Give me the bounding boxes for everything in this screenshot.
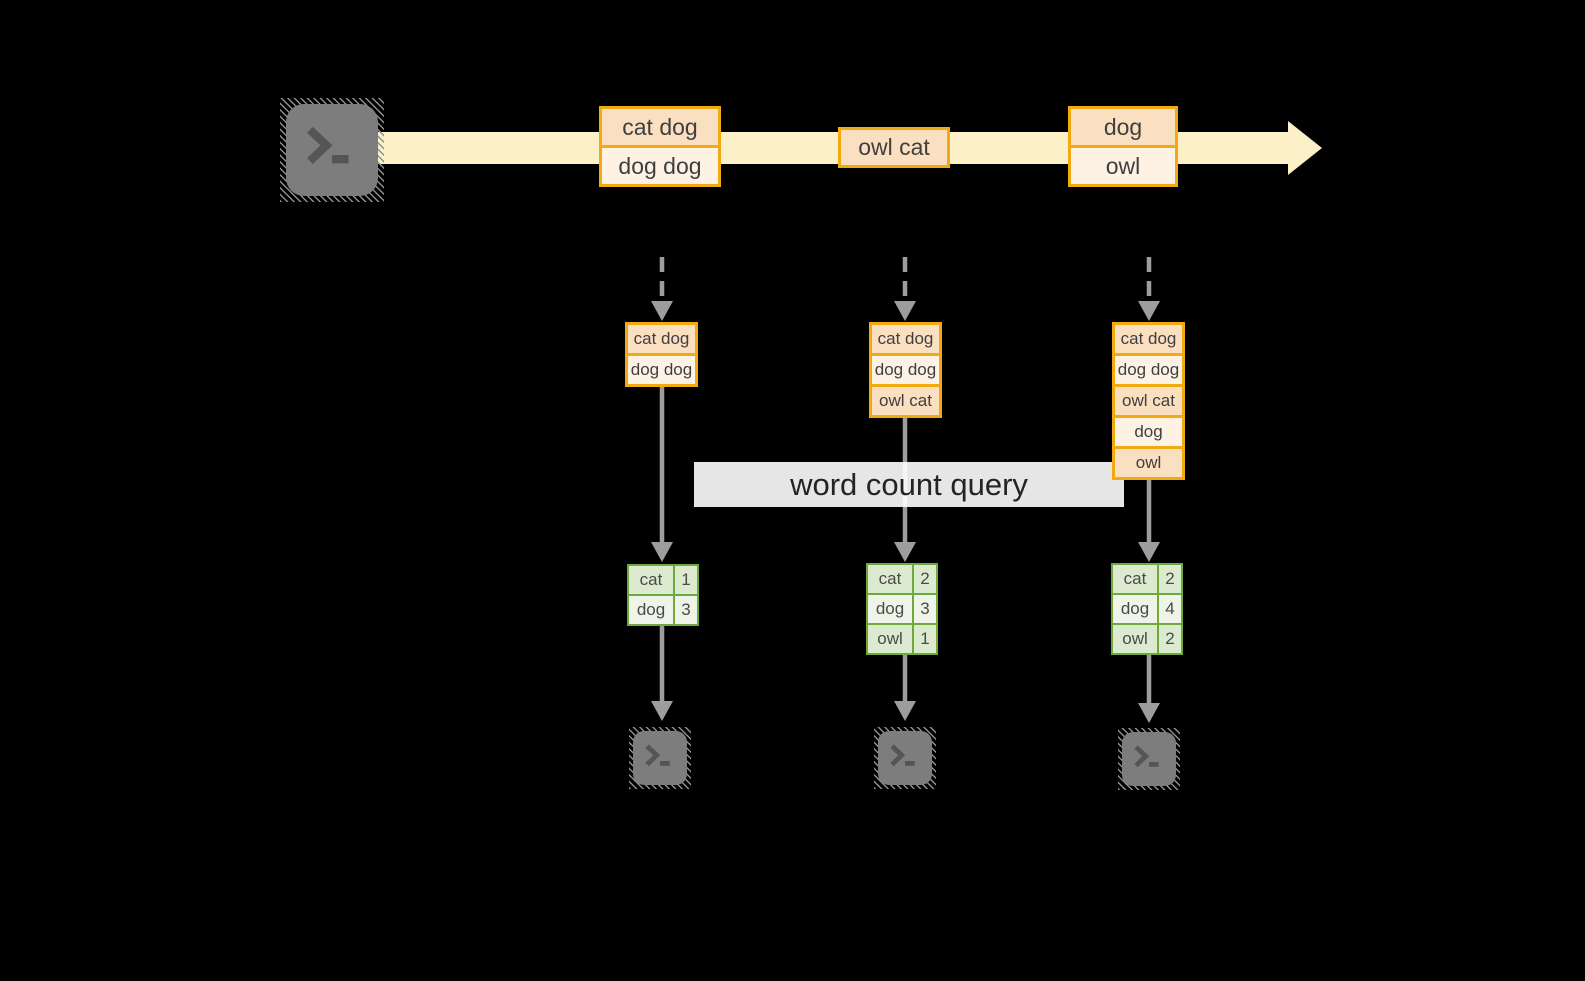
- count-word: dog: [868, 595, 914, 623]
- query-label: word count query: [694, 462, 1124, 507]
- count-value: 2: [1159, 625, 1181, 653]
- dashed-arrowhead-icon: [651, 301, 673, 321]
- record-buffer: cat dog dog dog owl cat: [869, 322, 942, 418]
- buffered-record: cat dog: [1115, 325, 1182, 353]
- query-arrowhead-icon: [651, 542, 673, 562]
- count-value: 1: [675, 566, 697, 594]
- buffered-record: cat dog: [628, 325, 695, 353]
- count-row: cat 2: [1113, 565, 1181, 593]
- terminal-body: [286, 104, 378, 196]
- dashed-arrowhead-icon: [894, 301, 916, 321]
- buffered-record: owl cat: [1115, 384, 1182, 415]
- count-value: 2: [914, 565, 936, 593]
- stream-event-group: cat dog dog dog: [599, 106, 721, 187]
- count-table: cat 2 dog 4 owl 2: [1111, 563, 1183, 655]
- count-table: cat 1 dog 3: [627, 564, 699, 626]
- buffered-record: owl cat: [872, 384, 939, 415]
- count-word: cat: [1113, 565, 1159, 593]
- query-label-text: word count query: [790, 466, 1028, 502]
- count-value: 3: [675, 596, 697, 624]
- buffered-record: dog dog: [1115, 353, 1182, 384]
- count-word: cat: [868, 565, 914, 593]
- query-arrowhead-icon: [1138, 542, 1160, 562]
- count-word: owl: [868, 625, 914, 653]
- terminal-prompt-icon: [307, 126, 349, 165]
- count-word: owl: [1113, 625, 1159, 653]
- count-value: 3: [914, 595, 936, 623]
- query-arrowhead-icon: [894, 542, 916, 562]
- record-buffer: cat dog dog dog: [625, 322, 698, 387]
- buffered-record: owl: [1115, 446, 1182, 477]
- stream-event: cat dog: [602, 109, 718, 145]
- sink-terminal-icon: [629, 727, 691, 789]
- stream-event: dog dog: [602, 145, 718, 184]
- count-row: cat 1: [629, 566, 697, 594]
- sink-terminal-icon: [874, 727, 936, 789]
- terminal-prompt-icon: [645, 744, 670, 767]
- stream-event-group: owl cat: [838, 127, 950, 168]
- terminal-body: [633, 731, 687, 785]
- stream-event: owl: [1071, 145, 1175, 184]
- buffered-record: dog dog: [872, 353, 939, 384]
- count-row: owl 1: [868, 623, 936, 653]
- count-row: owl 2: [1113, 623, 1181, 653]
- count-word: cat: [629, 566, 675, 594]
- terminal-prompt-icon: [1134, 745, 1159, 768]
- count-value: 2: [1159, 565, 1181, 593]
- stream-event: owl cat: [841, 130, 947, 165]
- count-row: dog 4: [1113, 593, 1181, 623]
- stream-event: dog: [1071, 109, 1175, 145]
- dashed-arrowhead-icon: [1138, 301, 1160, 321]
- count-word: dog: [1113, 595, 1159, 623]
- count-row: dog 3: [629, 594, 697, 624]
- output-arrowhead-icon: [1138, 703, 1160, 723]
- record-buffer: cat dog dog dog owl cat dog owl: [1112, 322, 1185, 480]
- stream-arrowhead-icon: [1288, 121, 1322, 175]
- output-arrowhead-icon: [894, 701, 916, 721]
- count-value: 1: [914, 625, 936, 653]
- count-table: cat 2 dog 3 owl 1: [866, 563, 938, 655]
- terminal-prompt-icon: [890, 744, 915, 767]
- count-row: dog 3: [868, 593, 936, 623]
- count-word: dog: [629, 596, 675, 624]
- sink-terminal-icon: [1118, 728, 1180, 790]
- output-arrowhead-icon: [651, 701, 673, 721]
- buffered-record: dog: [1115, 415, 1182, 446]
- terminal-body: [878, 731, 932, 785]
- buffered-record: cat dog: [872, 325, 939, 353]
- terminal-body: [1122, 732, 1176, 786]
- source-terminal-icon: [280, 98, 384, 202]
- count-row: cat 2: [868, 565, 936, 593]
- stream-event-group: dog owl: [1068, 106, 1178, 187]
- count-value: 4: [1159, 595, 1181, 623]
- buffered-record: dog dog: [628, 353, 695, 384]
